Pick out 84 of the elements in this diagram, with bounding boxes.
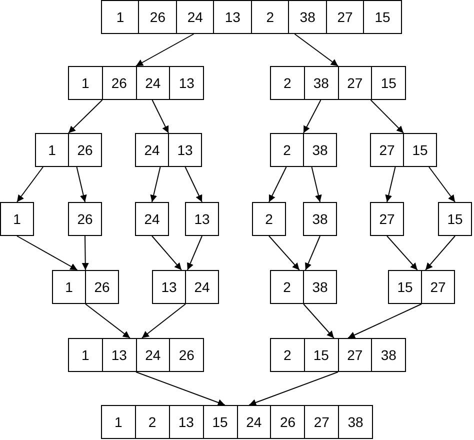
- array-cell: 27: [338, 66, 372, 100]
- arrow: [141, 304, 186, 338]
- arrow: [425, 236, 456, 270]
- arrow: [68, 100, 103, 134]
- array-cell: 2: [270, 270, 304, 304]
- array-cell: 38: [303, 202, 337, 236]
- arrow: [386, 236, 418, 270]
- array-cell: 26: [68, 133, 102, 167]
- arrow: [136, 372, 226, 406]
- arrow: [248, 372, 338, 406]
- array-cell: 15: [202, 405, 238, 439]
- array-cell: 26: [138, 0, 177, 34]
- arrow: [303, 304, 334, 338]
- array-cell: 24: [185, 270, 219, 304]
- array-cell: 15: [438, 202, 472, 236]
- arrow: [76, 166, 87, 202]
- array-cell: 24: [236, 405, 272, 439]
- arrow: [370, 100, 404, 134]
- array-cell: 38: [371, 338, 406, 372]
- arrow: [348, 304, 422, 338]
- arrow: [152, 236, 182, 270]
- array-cell: 1: [101, 0, 140, 34]
- array-cell: 26: [85, 270, 119, 304]
- array-cell: 2: [270, 66, 305, 100]
- array-cell: 26: [68, 202, 102, 236]
- array-cell: 1: [35, 133, 69, 167]
- array-cell: 2: [134, 405, 170, 439]
- array-cell: 27: [421, 270, 455, 304]
- array-cell: 15: [363, 0, 402, 34]
- arrow: [268, 166, 287, 202]
- arrow: [16, 236, 78, 270]
- array-cell: 13: [168, 133, 202, 167]
- array-cell: 27: [304, 405, 340, 439]
- array-cell: 38: [288, 0, 327, 34]
- arrow: [150, 166, 161, 202]
- array-cell: 1: [52, 270, 86, 304]
- array-cell: 1: [101, 405, 136, 439]
- arrow: [268, 236, 300, 270]
- arrow: [85, 304, 130, 338]
- array-cell: 13: [185, 202, 219, 236]
- array-cell: 15: [304, 338, 338, 372]
- array-cell: 1: [0, 202, 34, 236]
- array-cell: 15: [403, 133, 437, 167]
- array-cell: 1: [68, 66, 103, 100]
- array-cell: 2: [252, 202, 286, 236]
- arrow: [385, 166, 396, 202]
- array-cell: 24: [136, 66, 170, 100]
- array-cell: 1: [68, 338, 103, 372]
- arrow: [428, 166, 456, 202]
- array-cell: 24: [176, 0, 214, 34]
- arrow: [152, 100, 169, 134]
- array-cell: 2: [270, 338, 305, 372]
- array-cell: 13: [213, 0, 252, 34]
- array-cell: 13: [168, 405, 204, 439]
- array-cell: 24: [135, 202, 169, 236]
- arrow: [294, 34, 338, 66]
- array-cell: 26: [270, 405, 306, 439]
- arrow: [311, 166, 322, 202]
- array-cell: 15: [388, 270, 422, 304]
- arrow: [186, 236, 202, 270]
- arrow: [16, 166, 44, 202]
- array-cell: 38: [338, 405, 373, 439]
- array-cell: 2: [270, 133, 304, 167]
- array-cell: 27: [338, 338, 372, 372]
- arrow: [303, 100, 322, 134]
- array-cell: 13: [169, 66, 204, 100]
- array-cell: 24: [135, 133, 169, 167]
- array-cell: 27: [370, 133, 404, 167]
- arrow: [136, 34, 194, 66]
- arrow: [82, 236, 89, 270]
- array-cell: 26: [102, 66, 136, 100]
- array-cell: 13: [152, 270, 186, 304]
- array-cell: 15: [371, 66, 406, 100]
- array-cell: 38: [303, 270, 337, 304]
- array-cell: 27: [370, 202, 404, 236]
- array-cell: 13: [102, 338, 136, 372]
- array-cell: 2: [250, 0, 290, 34]
- array-cell: 38: [303, 133, 337, 167]
- arrow: [184, 166, 202, 202]
- array-cell: 26: [169, 338, 204, 372]
- array-cell: 27: [326, 0, 364, 34]
- array-cell: 38: [304, 66, 338, 100]
- arrow: [304, 236, 320, 270]
- array-cell: 24: [136, 338, 170, 372]
